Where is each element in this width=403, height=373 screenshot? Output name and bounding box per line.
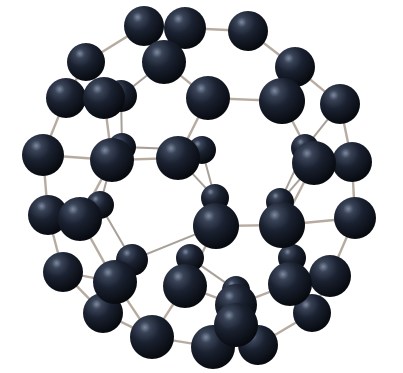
carbon-atom-ball (214, 303, 258, 347)
carbon-atom-ball (28, 195, 68, 235)
carbon-atom-ball (334, 197, 376, 239)
carbon-atom-ball (58, 197, 102, 241)
carbon-atom-ball (228, 11, 268, 51)
carbon-atom-ball (164, 7, 206, 49)
carbon-atom-ball (259, 202, 305, 248)
carbon-atom-ball (293, 294, 331, 332)
carbon-atom-ball (309, 255, 351, 297)
carbon-atom-ball (292, 141, 336, 185)
carbon-atom-ball (46, 78, 86, 118)
carbon-atom-ball (22, 134, 64, 176)
carbon-atom-ball (156, 136, 200, 180)
carbon-atom-ball (268, 262, 312, 306)
carbon-atom-ball (259, 78, 305, 124)
carbon-atom-ball (93, 260, 137, 304)
carbon-atom-ball (43, 252, 83, 292)
carbon-atom-ball (90, 138, 134, 182)
carbon-atom-ball (130, 315, 174, 359)
atoms-layer (22, 6, 376, 369)
carbon-atom-ball (67, 43, 105, 81)
carbon-atom-ball (186, 76, 230, 120)
carbon-atom-ball (332, 142, 372, 182)
carbon-atom-ball (163, 264, 207, 308)
carbon-atom-ball (124, 6, 164, 46)
carbon-atom-ball (275, 47, 315, 87)
carbon-atom-ball (193, 203, 239, 249)
carbon-atom-ball (320, 84, 360, 124)
carbon-atom-ball (83, 77, 125, 119)
carbon-atom-ball (142, 40, 186, 84)
